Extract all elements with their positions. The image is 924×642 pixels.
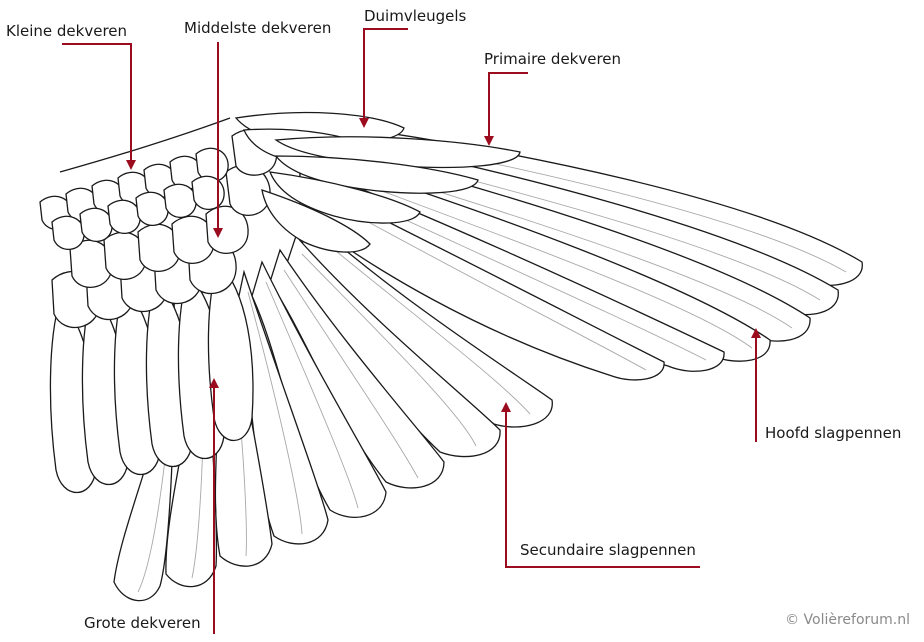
label-primaire-dekveren: Primaire dekveren — [484, 50, 622, 68]
primary-coverts — [261, 136, 521, 253]
lesser-coverts — [39, 117, 231, 250]
leader-lines — [62, 28, 757, 634]
label-middelste-dekveren: Middelste dekveren — [184, 19, 332, 37]
leader-kleine-dekveren — [62, 43, 132, 160]
label-duimvleugels: Duimvleugels — [364, 7, 467, 25]
leader-primaire-dekveren — [488, 72, 528, 136]
arrow-duimvleugels — [359, 118, 369, 128]
arrow-kleine-dekveren — [126, 160, 136, 170]
leader-duimvleugels — [363, 28, 408, 118]
label-secundaire-slagpennen: Secundaire slagpennen — [520, 541, 696, 559]
arrow-middelste-dekveren — [213, 228, 223, 238]
median-coverts — [51, 128, 278, 329]
arrow-primaire-dekveren — [484, 136, 494, 146]
label-hoofd-slagpennen: Hoofd slagpennen — [765, 424, 902, 442]
arrow-secundaire-slagpennen — [501, 402, 511, 412]
arrow-hoofd-slagpennen — [751, 328, 761, 338]
label-grote-dekveren: Grote dekveren — [84, 614, 201, 632]
label-kleine-dekveren: Kleine dekveren — [6, 22, 128, 40]
leader-secundaire-slagpennen — [505, 412, 700, 568]
leader-arrowheads — [126, 118, 761, 412]
arrow-grote-dekveren — [209, 378, 219, 388]
copyright-notice: © Volièreforum.nl — [785, 612, 910, 628]
